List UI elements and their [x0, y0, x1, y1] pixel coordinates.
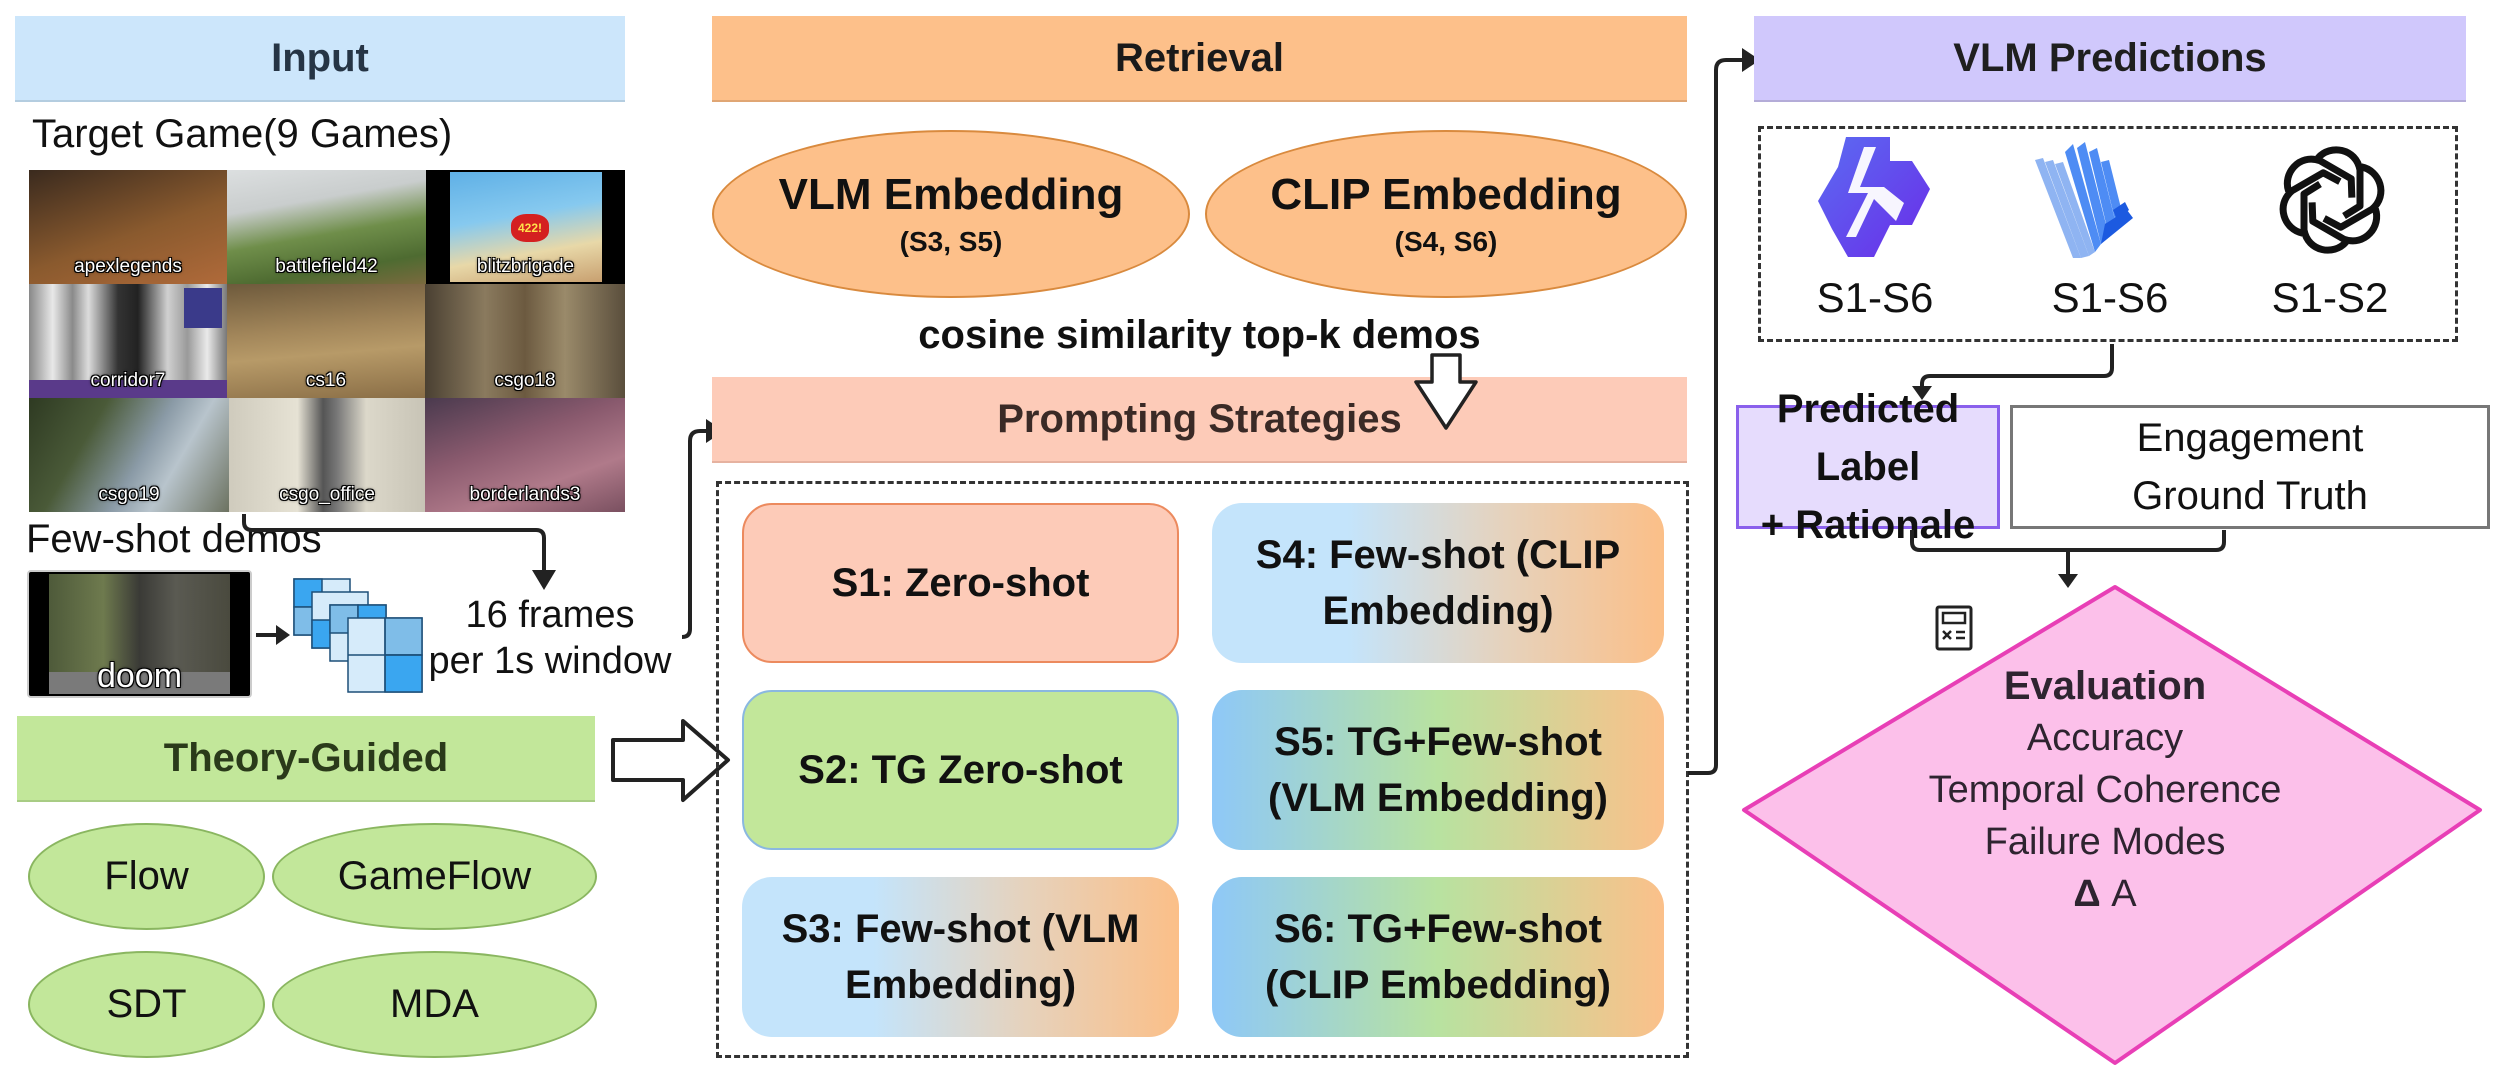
strategy-label: S2: TG Zero-shot	[798, 748, 1123, 792]
game-label: blitzbrigade	[476, 256, 575, 277]
evaluation-metric: Failure Modes	[1984, 821, 2226, 863]
theory-label: MDA	[390, 982, 479, 1026]
strategy-label: S4: Few-shot (CLIP Embedding)	[1255, 533, 1621, 633]
vlm-embedding-sub: (S3, S5)	[899, 226, 1003, 257]
predicted-label-line1: Predicted Label	[1776, 387, 1960, 489]
openai-logo-icon	[2272, 146, 2392, 260]
game-thumb-cs16: cs16	[227, 284, 425, 398]
strategy-label: S3: Few-shot (VLM Embedding)	[781, 907, 1140, 1007]
frames-caption-line2: per 1s window	[428, 640, 672, 682]
demo-thumb-doom: doom	[27, 570, 252, 698]
vlm-predictions-label: VLM Predictions	[1953, 35, 2267, 80]
game-label: corridor7	[90, 370, 166, 391]
evaluation-metric: Temporal Coherence	[1928, 769, 2282, 811]
model-range-internvl: S1-S6	[2051, 274, 2169, 321]
frame-stack-icon	[293, 578, 423, 693]
retrieval-label: Retrieval	[1115, 35, 1284, 80]
target-game-title: Target Game(9 Games)	[32, 112, 453, 156]
strategy-s4: S4: Few-shot (CLIP Embedding)	[1212, 503, 1664, 663]
theory-flow: Flow	[28, 823, 265, 930]
prompting-strategies-label: Prompting Strategies	[997, 396, 1402, 441]
clip-embedding-sub: (S4, S6)	[1394, 226, 1498, 257]
game-thumb-csgo18: csgo18	[425, 284, 625, 398]
predicted-label-box: Predicted Label + Rationale	[1736, 387, 2000, 547]
vlm-embedding-title: VLM Embedding	[778, 170, 1124, 219]
ground-truth-line2: Ground Truth	[2132, 474, 2368, 518]
delta-icon: Δ	[2073, 873, 2101, 915]
ground-truth-line1: Engagement	[2136, 416, 2364, 460]
game-thumb-corridor7: corridor7	[29, 284, 227, 398]
model-range-openai: S1-S2	[2271, 274, 2389, 321]
game-label: apexlegends	[74, 256, 182, 277]
calculator-icon	[1935, 605, 1973, 651]
theory-sdt: SDT	[28, 951, 265, 1058]
theory-label: SDT	[106, 982, 187, 1026]
retrieval-header: Retrieval	[712, 16, 1687, 102]
game-thumb-battlefield42: battlefield42	[227, 170, 426, 284]
strategy-s3: S3: Few-shot (VLM Embedding)	[742, 877, 1179, 1037]
evaluation-diamond	[1742, 585, 2482, 1065]
strategy-s1: S1: Zero-shot	[742, 503, 1179, 663]
theory-guided-header: Theory-Guided	[17, 716, 595, 802]
game-thumb-csgo-office: csgo_office	[229, 398, 425, 512]
game-label: doom	[96, 657, 183, 695]
game-label: cs16	[305, 370, 347, 391]
game-label: csgo_office	[279, 484, 375, 505]
arrow-theory-to-strategies	[611, 719, 730, 802]
evaluation-metric: Accuracy	[2026, 717, 2184, 759]
game-thumb-apexlegends: apexlegends	[29, 170, 227, 284]
delta-label: A	[2111, 873, 2137, 915]
strategy-s6: S6: TG+Few-shot (CLIP Embedding)	[1212, 877, 1664, 1037]
arrow-strategies-to-predictions	[1688, 48, 1760, 775]
clip-embedding-ellipse: CLIP Embedding (S4, S6)	[1205, 130, 1687, 298]
evaluation-delta: Δ A	[2073, 868, 2136, 920]
internvl-logo-icon	[2035, 142, 2133, 258]
model-range-qwen: S1-S6	[1816, 274, 1934, 321]
vlm-predictions-header: VLM Predictions	[1754, 16, 2466, 102]
arrow-retrieval-to-prompting	[1414, 353, 1478, 430]
evaluation-title: Evaluation	[2003, 664, 2207, 708]
strategy-s2: S2: TG Zero-shot	[742, 690, 1179, 850]
game-thumb-blitzbrigade: 422! blitzbrigade	[426, 170, 625, 284]
theory-label: GameFlow	[337, 854, 532, 898]
game-label: borderlands3	[469, 484, 581, 505]
game-grid: apexlegends battlefield42 422! blitzbrig…	[29, 170, 625, 512]
qwen-logo-icon	[1818, 137, 1930, 257]
game-thumb-csgo19: csgo19	[29, 398, 229, 512]
strategy-label: S5: TG+Few-shot (VLM Embedding)	[1268, 720, 1608, 820]
theory-guided-label: Theory-Guided	[163, 735, 449, 780]
strategy-label: S1: Zero-shot	[831, 561, 1090, 605]
ground-truth-box: Engagement Ground Truth	[2010, 405, 2490, 529]
game-label: csgo18	[494, 370, 556, 391]
models-container	[1758, 126, 2458, 342]
strategy-label: S6: TG+Few-shot (CLIP Embedding)	[1265, 907, 1611, 1007]
game-label: battlefield42	[275, 256, 378, 277]
arrow-grid-to-frames	[242, 514, 556, 590]
arrow-models-to-predicted	[1912, 344, 2114, 400]
arrow-demo-to-frames	[256, 625, 290, 645]
frames-caption: 16 frames per 1s window	[420, 592, 680, 684]
game-thumb-borderlands3: borderlands3	[425, 398, 625, 512]
cosine-caption: cosine similarity top-k demos	[918, 312, 1481, 357]
game-label: csgo19	[98, 484, 160, 505]
strategy-s5: S5: TG+Few-shot (VLM Embedding)	[1212, 690, 1664, 850]
theory-gameflow: GameFlow	[272, 823, 597, 930]
input-header-label: Input	[271, 35, 369, 80]
fewshot-demos-title: Few-shot demos	[26, 517, 322, 561]
prompting-strategies-header: Prompting Strategies	[712, 377, 1687, 463]
clip-embedding-title: CLIP Embedding	[1270, 170, 1622, 219]
theory-label: Flow	[104, 854, 189, 898]
vlm-embedding-ellipse: VLM Embedding (S3, S5)	[712, 130, 1190, 298]
predicted-label-line2: + Rationale	[1760, 503, 1976, 547]
arrow-to-evaluation	[1910, 530, 2226, 588]
evaluation-content: Evaluation Accuracy Temporal Coherence F…	[1880, 660, 2330, 920]
theory-mda: MDA	[272, 951, 597, 1058]
input-header: Input	[15, 16, 625, 102]
frames-caption-line1: 16 frames	[465, 594, 635, 636]
strategies-container	[716, 481, 1689, 1058]
